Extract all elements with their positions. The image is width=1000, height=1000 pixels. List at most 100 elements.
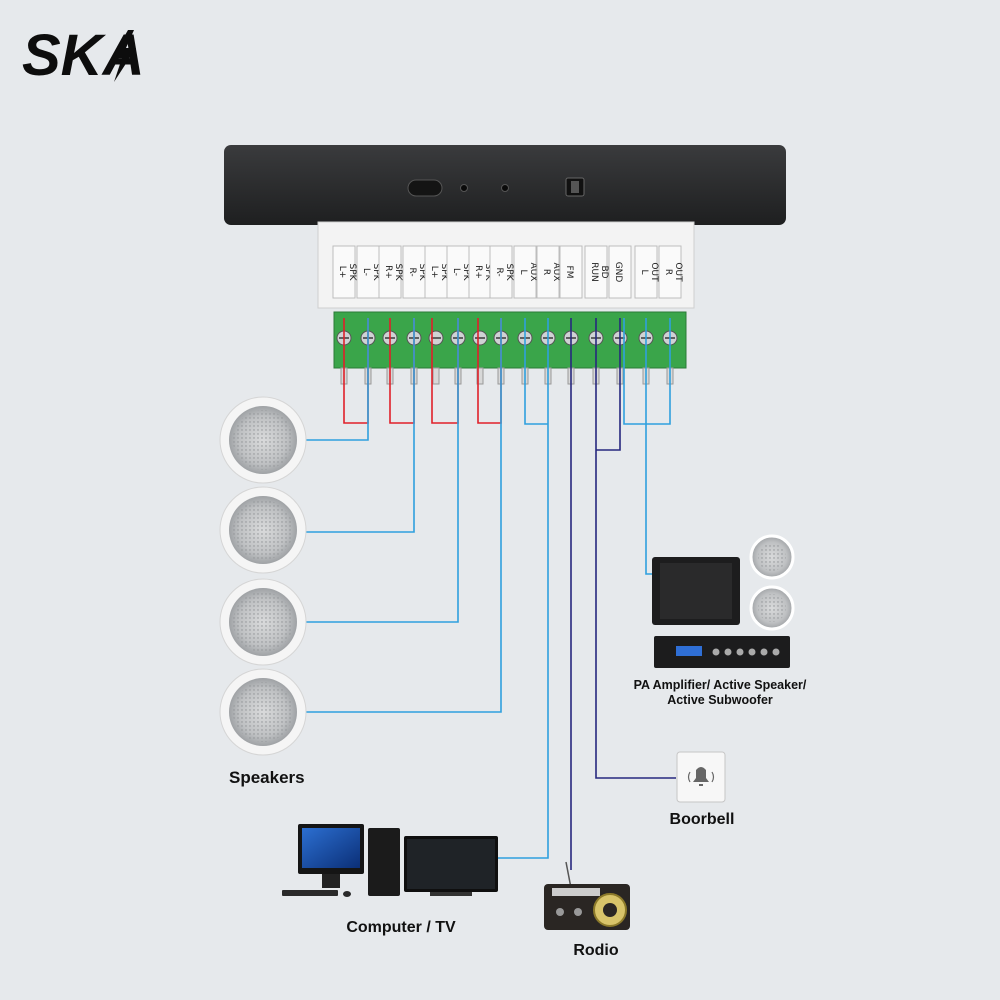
panel-led-2 xyxy=(501,184,509,192)
terminal-label-cell xyxy=(608,245,632,299)
terminal-label-bottom: SPK xyxy=(393,263,403,281)
terminal-label-bottom: SPK xyxy=(371,263,381,281)
pc-tower xyxy=(368,828,400,896)
terminal-pin xyxy=(476,367,484,385)
monitor-screen xyxy=(302,828,360,868)
terminal-label-bottom: SPK xyxy=(347,263,357,281)
amplifier-group: PA Amplifier/ Active Speaker/ Active Sub… xyxy=(634,534,807,707)
terminal-label-bottom: SPK xyxy=(504,263,514,281)
terminal-label-top: L xyxy=(639,269,649,274)
terminal-label-bottom: SPK xyxy=(439,263,449,281)
terminal-label-top: R- xyxy=(494,267,504,276)
ceiling-speaker xyxy=(219,578,307,666)
terminal-label-bottom: SPK xyxy=(483,263,493,281)
terminal-label-cell xyxy=(378,245,402,299)
radio-label: Rodio xyxy=(573,942,619,959)
brand-logo: SKA xyxy=(22,23,144,88)
bell-waves-icon xyxy=(687,771,715,783)
terminal-pin xyxy=(432,367,440,385)
terminal-label-cell xyxy=(332,245,356,299)
speaker-group xyxy=(219,396,307,756)
terminal-label-cell xyxy=(489,245,513,299)
terminal-label-top: L xyxy=(518,269,528,274)
logo-bolt-mark xyxy=(112,30,136,82)
computer-tv-group: Computer / TV xyxy=(282,824,498,936)
wire-gnd xyxy=(596,318,621,451)
amplifier-label-line2: Active Subwoofer xyxy=(667,693,773,707)
terminal-label-top: L- xyxy=(361,268,371,276)
wire-speaker-3 xyxy=(306,318,459,623)
terminal-label-group: R+SPK xyxy=(383,263,403,281)
radio-knob-2 xyxy=(574,908,582,916)
subwoofer-front xyxy=(660,563,732,619)
terminal-label-group: L+SPK xyxy=(337,263,357,281)
doorbell-device: Boorbell xyxy=(670,751,735,828)
speaker-grill xyxy=(233,682,293,742)
terminal-label-cell xyxy=(634,245,658,299)
speakers-label: Speakers xyxy=(229,768,305,787)
mouse xyxy=(343,891,351,897)
terminal-label-top: RUN xyxy=(589,262,599,282)
terminal-block xyxy=(333,311,687,385)
speaker-grill xyxy=(233,410,293,470)
panel-button xyxy=(407,179,443,197)
terminal-label-bottom: OUT xyxy=(649,262,659,282)
terminal-label-cell xyxy=(584,245,608,299)
doorbell-label: Boorbell xyxy=(670,811,735,828)
terminal-label-group: L-SPK xyxy=(451,263,471,281)
terminal-label-cell xyxy=(536,245,560,299)
amplifier-label-line1: PA Amplifier/ Active Speaker/ xyxy=(634,678,807,692)
satellite-speaker-1-grill xyxy=(758,543,786,571)
terminal-label-top: FM xyxy=(564,266,574,279)
terminal-label-group: FM xyxy=(564,266,574,279)
terminal-label-top: R+ xyxy=(383,265,393,279)
wire-speaker-1 xyxy=(306,318,369,441)
pa-amplifier xyxy=(654,636,790,668)
radio-knob-1 xyxy=(556,908,564,916)
radio-dial xyxy=(552,888,600,896)
radio-device: Rodio xyxy=(544,861,630,959)
terminal-label-top: L+ xyxy=(429,266,439,279)
terminal-label-top: R xyxy=(541,269,551,275)
satellite-speaker-2-grill xyxy=(758,594,786,622)
wire-doorbell xyxy=(595,318,676,779)
terminal-label-group: R-SPK xyxy=(407,263,427,281)
wire-aux xyxy=(498,318,549,859)
terminal-label-bottom: OUT xyxy=(673,262,683,282)
terminal-label-cell xyxy=(658,245,682,299)
monitor-stand xyxy=(322,874,340,888)
terminal-label-group: R+SPK xyxy=(473,263,493,281)
wiring xyxy=(306,318,676,870)
terminal-label-cell xyxy=(513,245,537,299)
speaker-grill xyxy=(233,592,293,652)
terminal-label-top: L+ xyxy=(337,266,347,279)
radio-speaker-center xyxy=(603,903,617,917)
speaker-grill xyxy=(233,500,293,560)
terminal-label-top: R+ xyxy=(473,265,483,279)
terminal-label-cell xyxy=(559,245,583,299)
tv-stand xyxy=(430,892,472,896)
pa-amplifier-display xyxy=(676,646,702,656)
computer-tv-label: Computer / TV xyxy=(346,919,456,936)
radio-antenna xyxy=(565,861,572,889)
panel-led-1 xyxy=(460,184,468,192)
terminal-label-bottom: AUX xyxy=(551,263,561,282)
terminal-label-group: GND xyxy=(613,262,623,283)
ceiling-speaker xyxy=(219,486,307,574)
panel-switch-knob xyxy=(571,181,579,193)
ceiling-speaker xyxy=(219,668,307,756)
bell-icon xyxy=(693,767,709,786)
wire-speaker-2 xyxy=(306,318,415,533)
terminal-label-top: L- xyxy=(451,268,461,276)
terminal-label-group: L-SPK xyxy=(361,263,381,281)
wire-out xyxy=(623,318,671,575)
wire-speaker-4 xyxy=(306,318,502,713)
terminal-label-group: L+SPK xyxy=(429,263,449,281)
